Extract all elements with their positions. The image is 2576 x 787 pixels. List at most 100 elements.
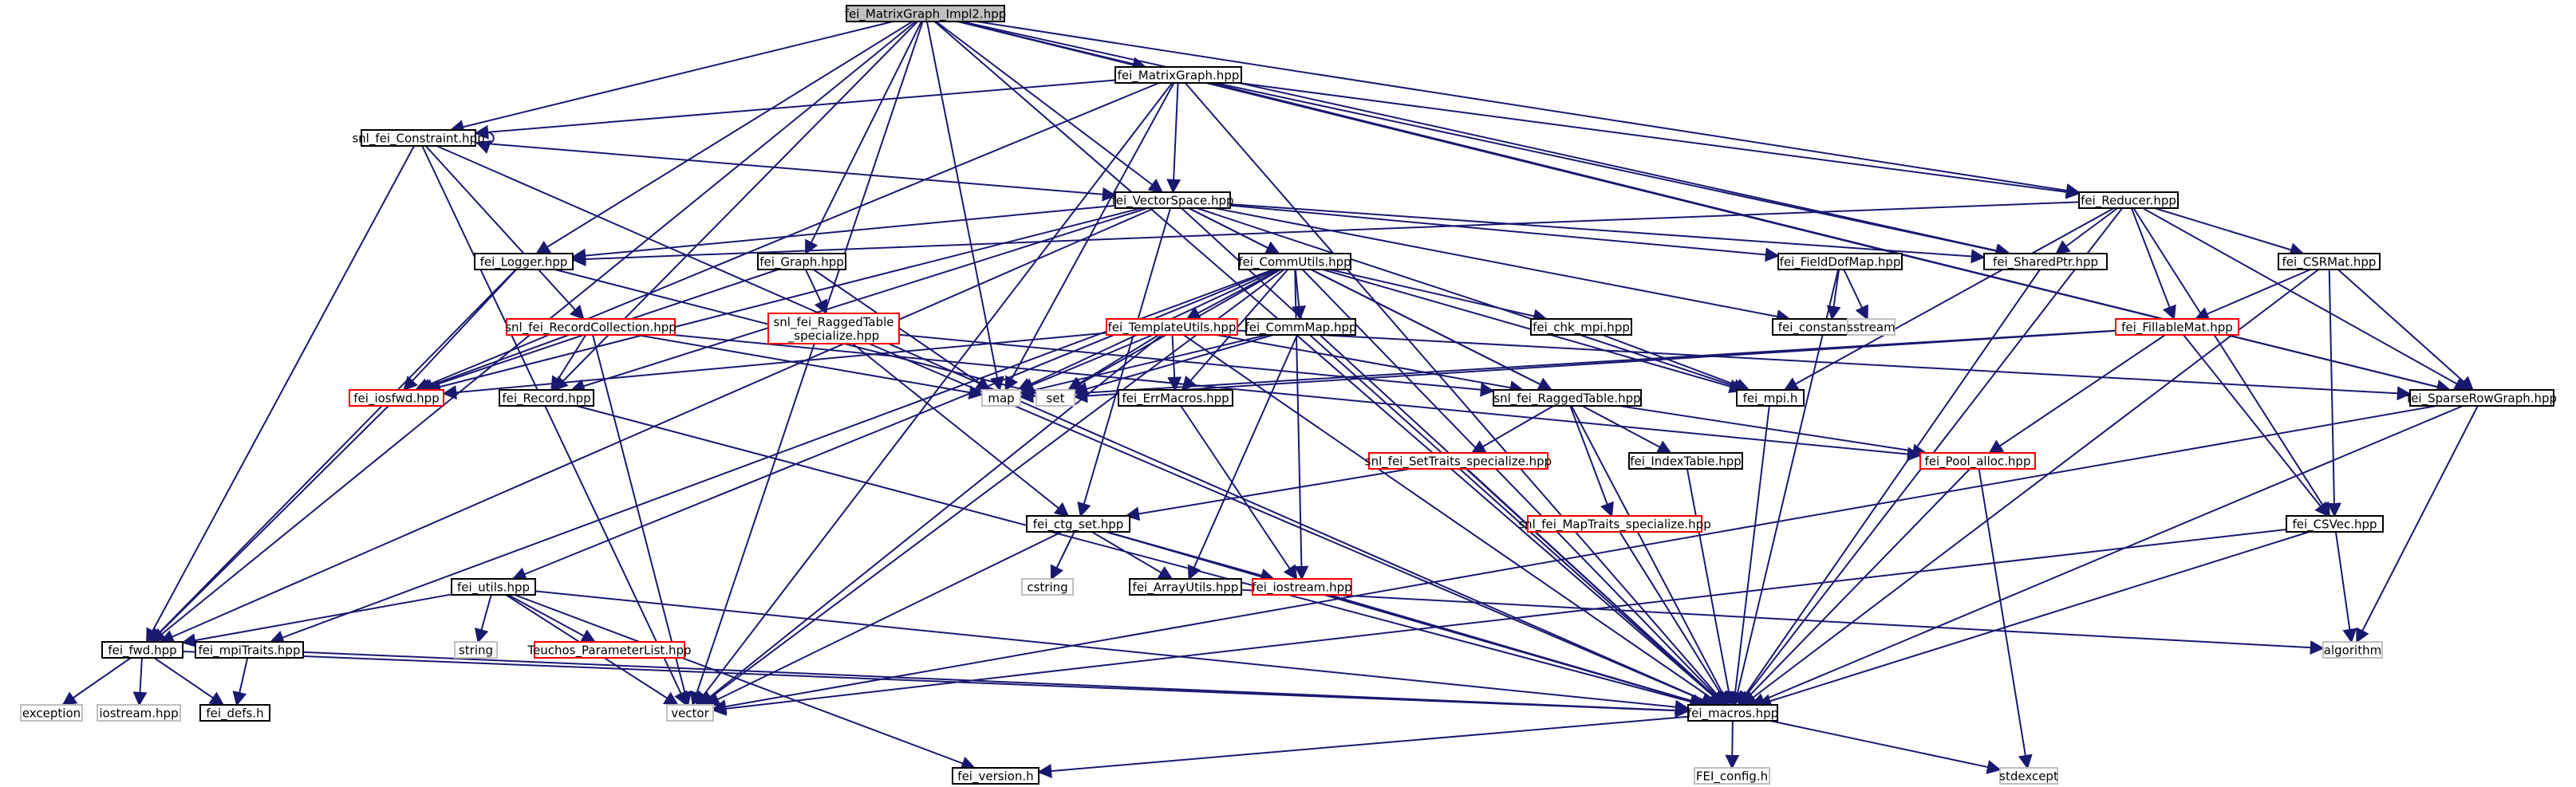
node-vectorspace[interactable]: fei_VectorSpace.hpp [1111,191,1234,209]
node-poolalloc[interactable]: fei_Pool_alloc.hpp [1919,452,2036,470]
node-templateutils[interactable]: fei_TemplateUtils.hpp [1106,318,1238,336]
node-fillablemat[interactable]: fei_FillableMat.hpp [2115,318,2239,336]
edge-root-to-reducer [976,21,2081,198]
edge-raggedspec-to-ctgset [852,343,1070,517]
edge-logger-to-fwd [149,269,517,643]
node-raggedspec[interactable]: snl_fei_RaggedTable_specialize.hpp [767,313,900,344]
node-label: iostream.hpp [99,706,178,721]
edge-commutils-to-commmap [1292,269,1307,321]
node-label: fei_MatrixGraph_Impl2.hpp [845,7,1007,22]
node-box [2322,641,2383,659]
node-label: string [459,643,493,658]
node-csvec[interactable]: fei_CSVec.hpp [2286,515,2384,533]
node-label: sstream [1847,321,1895,335]
edge-vectorspace-to-logger [571,204,1116,263]
edge-utils-to-macros [535,590,1690,714]
edge-indextable-to-macros [1686,468,1737,706]
edge-commmap-to-map [1019,334,1268,398]
node-fielddofmap[interactable]: fei_FieldDofMap.hpp [1777,253,1903,270]
node-box [1238,253,1351,270]
edge-csvec-to-macros [1757,531,2310,708]
node-box [97,704,181,722]
node-exception: exception [20,704,83,722]
edge-constraint-to-fwd [146,145,415,643]
edge-raggedtable-to-poolalloc [1619,405,1927,458]
node-graph[interactable]: fei_Graph.hpp [757,253,846,270]
node-logger[interactable]: fei_Logger.hpp [474,253,574,270]
node-record[interactable]: fei_Record.hpp [499,389,594,407]
node-mpih[interactable]: fei_mpi.h [1736,389,1805,407]
node-mpitraits[interactable]: fei_mpiTraits.hpp [195,641,304,659]
node-label: stdexcept [1999,769,2058,784]
edge-sharedptr-to-macros [1737,269,2041,706]
edge-utils-to-teuchos [507,594,597,643]
node-label: fei_TemplateUtils.hpp [1108,321,1237,336]
edge-reducer-to-csrmat [2154,207,2305,257]
node-box [474,253,574,270]
edge-templateutils-to-raggedtable [1216,334,1525,395]
node-label: fei_CommMap.hpp [1245,321,1356,336]
edge-matrixgraph-to-sparserowgraph [1210,82,2452,394]
node-recordcollection[interactable]: snl_fei_RecordCollection.hpp [505,318,677,336]
node-matrixgraph[interactable]: fei_MatrixGraph.hpp [1114,66,1242,84]
edge-raggedspec-to-raggedtable [898,333,1495,397]
edge-utils-to-version [514,594,976,770]
node-commmap[interactable]: fei_CommMap.hpp [1245,318,1357,336]
node-box [1021,578,1074,596]
node-sharedptr[interactable]: fei_SharedPtr.hpp [1983,253,2108,270]
node-csrmat[interactable]: fei_CSRMat.hpp [2278,253,2381,270]
edge-templateutils-to-sparserowgraph [1237,329,2412,401]
node-string: string [454,641,498,659]
node-label: fei_CSVec.hpp [2292,517,2377,533]
node-arrayutils[interactable]: fei_ArrayUtils.hpp [1129,578,1242,596]
node-label: snl_fei_RecordCollection.hpp [505,321,677,336]
edge-root-to-logger [535,21,913,254]
edge-constraint-to-constraint [475,131,495,154]
edge-chkmpi-to-mpih [1602,334,1751,392]
node-ctgset[interactable]: fei_ctg_set.hpp [1026,515,1130,533]
node-teuchos[interactable]: Teuchos_ParameterList.hpp [527,641,692,659]
node-algorithm: algorithm [2322,641,2383,659]
edge-constraint-to-vectorspace [475,141,1117,202]
node-box [2286,515,2384,533]
node-iosfwd[interactable]: fei_iosfwd.hpp [349,389,444,407]
node-settraits[interactable]: snl_fei_SetTraits_specialize.hpp [1365,452,1552,470]
node-version[interactable]: fei_version.h [952,767,1039,785]
node-reducer[interactable]: fei_Reducer.hpp [2078,191,2179,209]
edge-constraint-to-recordcollection [424,145,585,321]
node-box [20,704,83,722]
edge-commutils-to-raggedtable [1310,269,1553,391]
node-box [767,313,900,344]
node-label: fei_FieldDofMap.hpp [1780,255,1901,270]
edge-commmap-to-arrayutils [1187,334,1298,580]
node-raggedtable[interactable]: snl_fei_RaggedTable.hpp [1493,389,1642,407]
node-constraint[interactable]: snl_fei_Constraint.hpp [352,129,485,147]
node-fwd[interactable]: fei_fwd.hpp [101,641,183,659]
edge-raggedtable-to-macros [1570,405,1730,706]
node-box [1493,389,1642,407]
node-box [1245,318,1356,336]
node-box [1919,452,2036,470]
node-box [1736,389,1805,407]
node-errmacros[interactable]: fei_ErrMacros.hpp [1118,389,1233,407]
node-label: algorithm [2324,643,2381,658]
edge-root-to-macros [933,21,1725,706]
node-macros[interactable]: fei_macros.hpp [1687,704,1778,722]
node-root: fei_MatrixGraph_Impl2.hpp [845,5,1007,22]
node-box [1114,66,1242,84]
node-defs[interactable]: fei_defs.h [199,704,270,722]
node-iostream_fei[interactable]: fei_iostream.hpp [1252,578,1352,596]
edge-templateutils-to-macros [1182,334,1722,706]
edge-raggedtable-to-settraits [1470,405,1554,454]
node-set: set [1036,389,1075,407]
edge-raggedtable-to-indextable [1581,405,1672,454]
node-chkmpi[interactable]: fei_chk_mpi.hpp [1530,318,1632,336]
edge-reducer-to-sharedptr [2055,207,2119,255]
edge-fielddofmap-to-constants [1826,269,1841,321]
node-indextable[interactable]: fei_IndexTable.hpp [1628,452,1743,470]
node-commutils[interactable]: fei_CommUtils.hpp [1238,253,1351,270]
node-maptraits[interactable]: snl_fei_MapTraits_specialize.hpp [1518,515,1711,533]
node-sparserowgraph[interactable]: fei_SparseRowGraph.hpp [2407,389,2557,407]
node-utils[interactable]: fei_utils.hpp [451,578,536,596]
